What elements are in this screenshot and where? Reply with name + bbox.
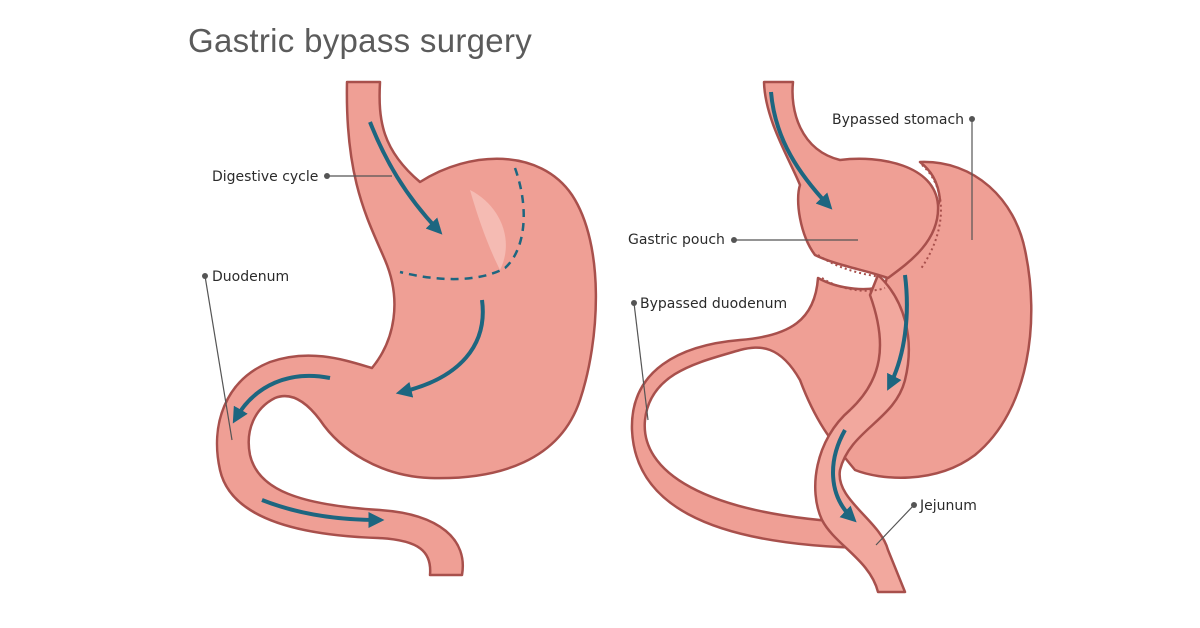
flow-arrow (769, 91, 833, 210)
flow-arrow (395, 299, 485, 398)
label-digestive-cycle: Digestive cycle (212, 169, 392, 185)
bypassed-stomach-shape (630, 160, 1033, 550)
label-text: Bypassed stomach (832, 112, 964, 128)
label-text: Jejunum (919, 498, 977, 514)
cut-line (399, 167, 525, 281)
flow-arrow (368, 121, 443, 235)
jejunum-shape (814, 273, 911, 594)
staple-line (821, 277, 886, 292)
label-jejunum: Jejunum (875, 498, 977, 546)
flow-arrow (887, 274, 909, 391)
label-text: Duodenum (212, 269, 289, 285)
diagram-title: Gastric bypass surgery (188, 22, 533, 59)
label-gastric-pouch: Gastric pouch (628, 232, 858, 248)
gastric-pouch-shape (762, 80, 940, 280)
label-bypassed-duodenum: Bypassed duodenum (631, 296, 787, 421)
label-duodenum: Duodenum (202, 269, 289, 441)
staple-line (919, 164, 942, 271)
label-text: Bypassed duodenum (640, 296, 787, 312)
normal-stomach (215, 80, 598, 577)
flow-arrow (831, 429, 857, 523)
label-text: Digestive cycle (212, 169, 318, 185)
label-text: Gastric pouch (628, 232, 725, 248)
bypass-stomach (630, 80, 1033, 594)
flow-arrow (232, 373, 331, 424)
label-bypassed-stomach: Bypassed stomach (832, 112, 975, 240)
flow-arrow (261, 498, 385, 528)
normal-stomach-body (215, 80, 598, 577)
